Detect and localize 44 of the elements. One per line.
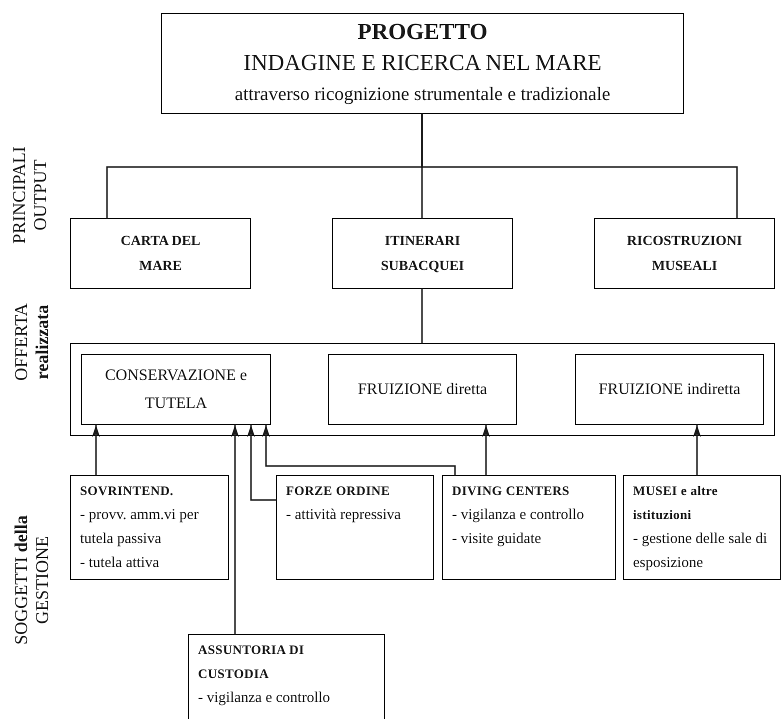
category-box	[575, 354, 764, 425]
heading-text: PROGETTO	[358, 18, 488, 46]
output-box	[332, 218, 513, 289]
actor-box	[442, 475, 616, 580]
connector-line	[421, 114, 738, 218]
heading-text: FRUIZIONE indiretta	[598, 380, 740, 400]
heading-text: CONSERVAZIONE e TUTELA	[104, 366, 248, 414]
heading-text: ASSUNTORIA DI CUSTODIA	[198, 641, 306, 683]
body-text: INDAGINE E RICERCA NEL MARE	[243, 48, 602, 76]
arrow	[262, 425, 456, 475]
actor-box	[188, 634, 385, 719]
connector-line	[421, 289, 423, 343]
arrow	[693, 425, 701, 475]
body-text: - vigilanza e controllo	[452, 506, 586, 525]
category-box	[328, 354, 517, 425]
arrow	[231, 425, 239, 634]
output-box	[594, 218, 775, 289]
arrow	[247, 425, 276, 501]
actor-box	[623, 475, 781, 580]
heading-text: DIVING CENTERS	[452, 482, 571, 500]
heading-text: MUSEI e altre istituzioni	[633, 482, 719, 524]
actor-box	[276, 475, 434, 580]
body-text: - vigilanza e controllo	[198, 689, 332, 708]
heading-text: FORZE ORDINE	[286, 482, 391, 500]
group-frame	[70, 343, 775, 436]
row-label: OFFERTA realizzata	[11, 302, 53, 383]
body-text: - gestione delle sale di esposizione	[633, 530, 768, 573]
heading-text: CARTA DEL MARE	[120, 232, 202, 276]
body-text: - tutela attiva	[80, 554, 160, 573]
category-box	[81, 354, 271, 425]
actor-box	[70, 475, 229, 580]
body-text: - attività repressiva	[286, 506, 402, 525]
body-text: attraverso ricognizione strumentale e tradizionale	[234, 82, 610, 106]
output-box	[70, 218, 251, 289]
heading-text: FRUIZIONE diretta	[358, 380, 488, 400]
heading-text: ITINERARI SUBACQUEI	[380, 232, 466, 276]
title-box	[161, 13, 684, 114]
body-text: - provv. amm.vi per tutela passiva	[80, 506, 200, 549]
heading-text: SOVRINTEND.	[80, 482, 175, 500]
body-text: - visite guidate	[452, 530, 542, 549]
row-label: PRINCIPALI OUTPUT	[9, 145, 51, 246]
arrow	[482, 425, 490, 475]
heading-text: RICOSTRUZIONI MUSEALI	[626, 232, 744, 276]
arrow	[92, 425, 100, 475]
